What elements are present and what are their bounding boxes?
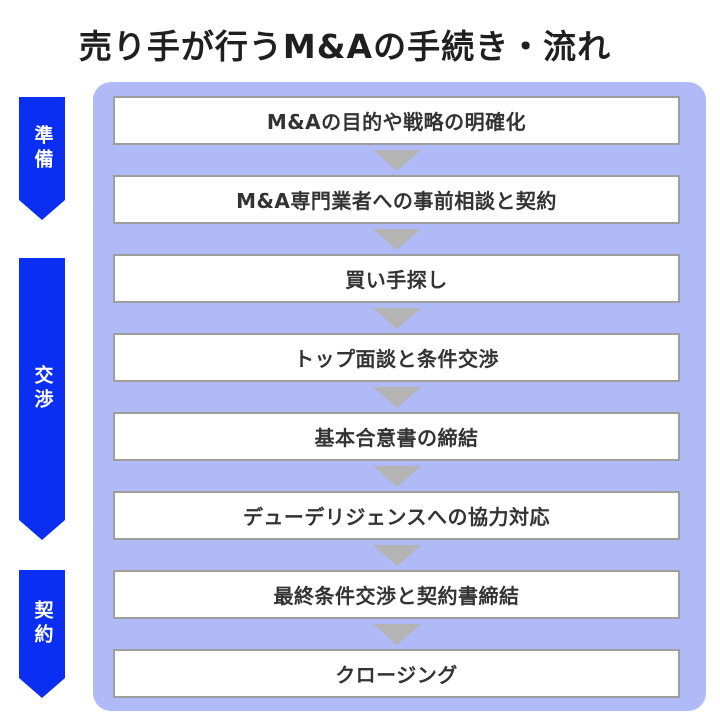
down-arrow-icon xyxy=(372,386,421,408)
phase-banner-preparation: 準備 xyxy=(19,97,65,220)
down-arrow-icon xyxy=(372,307,421,329)
step-box-2: M&A専門業者への事前相談と契約 xyxy=(113,175,680,224)
down-arrow-icon xyxy=(372,465,421,487)
step-box-7: 最終条件交渉と契約書締結 xyxy=(113,570,680,619)
step-box-8: クロージング xyxy=(113,649,680,698)
phase-banner-contract: 契約 xyxy=(19,570,65,698)
step-box-5: 基本合意書の締結 xyxy=(113,412,680,461)
phase-banner-negotiation: 交渉 xyxy=(19,258,65,540)
down-arrow-icon xyxy=(372,149,421,171)
down-arrow-icon xyxy=(372,228,421,250)
step-box-3: 買い手探し xyxy=(113,254,680,303)
phase-label-contract: 契約 xyxy=(31,600,54,648)
phase-label-preparation: 準備 xyxy=(31,124,54,173)
step-box-4: トップ面談と条件交渉 xyxy=(113,333,680,382)
page-title: 売り手が行うM&Aの手続き・流れ xyxy=(78,27,612,66)
step-box-1: M&Aの目的や戦略の明確化 xyxy=(113,96,680,145)
down-arrow-icon xyxy=(372,544,421,566)
step-box-6: デューデリジェンスへの協力対応 xyxy=(113,491,680,540)
flow-panel: M&Aの目的や戦略の明確化 M&A専門業者への事前相談と契約 買い手探し トップ… xyxy=(93,82,706,711)
phase-label-negotiation: 交渉 xyxy=(31,365,54,413)
down-arrow-icon xyxy=(372,623,421,645)
